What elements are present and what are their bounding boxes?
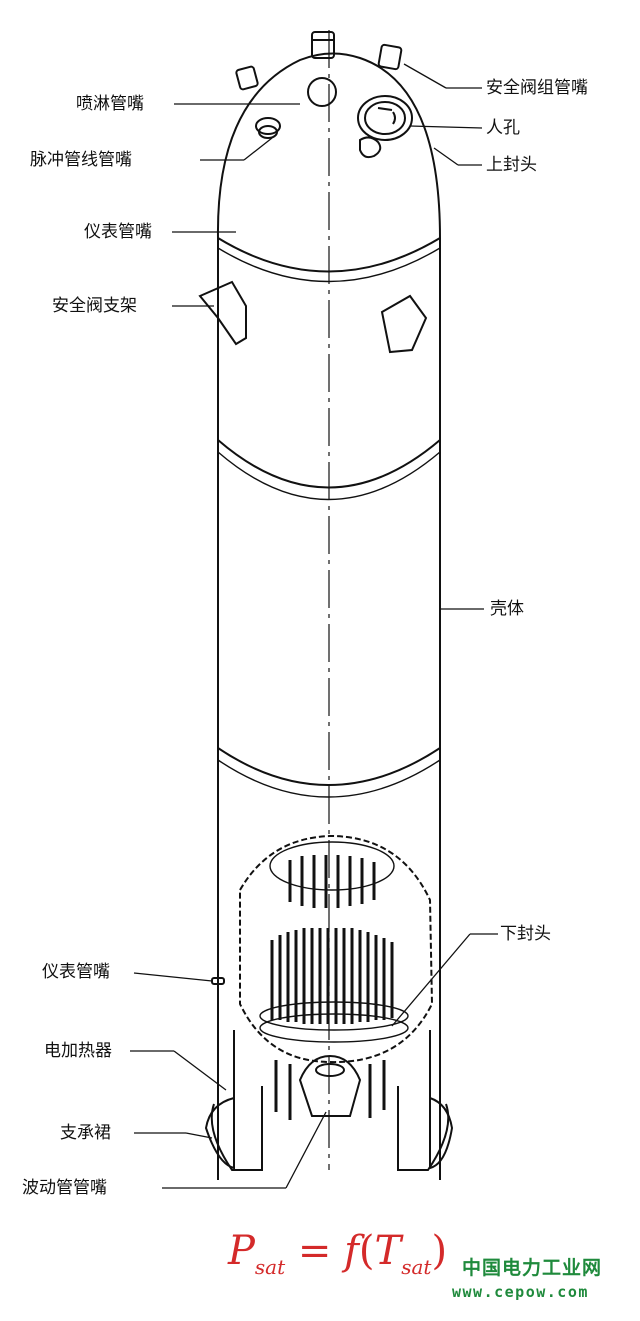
label-electric-heater: 电加热器 [44,1041,112,1061]
bracket-left [198,280,247,346]
label-safety-valve-bracket: 安全阀支架 [52,296,137,316]
label-safety-valve-nozzle: 安全阀组管嘴 [486,78,588,98]
saturation-formula: Psat = f(Tsat) [228,1228,448,1279]
label-instrument-nozzle-top: 仪表管嘴 [84,222,152,242]
surge-nozzle [298,1054,362,1117]
label-lower-head: 下封头 [500,924,551,944]
label-upper-head: 上封头 [486,155,537,175]
watermark-url: www.cepow.com [452,1283,589,1301]
upper-head [216,52,441,239]
leader-instrument-bottom [133,972,213,982]
leader-manhole [409,125,483,129]
label-impulse-line-nozzle: 脉冲管线管嘴 [30,150,132,170]
bracket-right [380,294,428,354]
label-spray-nozzle: 喷淋管嘴 [76,94,144,114]
top-nozzles [235,31,403,159]
lower-head [239,834,434,1064]
weld-ring-1 [217,237,441,273]
label-instrument-nozzle-bottom: 仪表管嘴 [42,962,110,982]
label-shell: 壳体 [490,599,524,619]
heater-rods [270,855,394,1120]
manhole-cover [357,95,413,141]
label-manhole: 人孔 [486,118,520,138]
weld-ring-2 [217,439,441,489]
support-skirt-right [429,1030,454,1170]
weld-ring-3 [217,747,441,786]
label-surge-line-nozzle: 波动管管嘴 [22,1178,107,1198]
watermark-name: 中国电力工业网 [462,1257,603,1279]
label-support-skirt: 支承裙 [60,1123,111,1143]
